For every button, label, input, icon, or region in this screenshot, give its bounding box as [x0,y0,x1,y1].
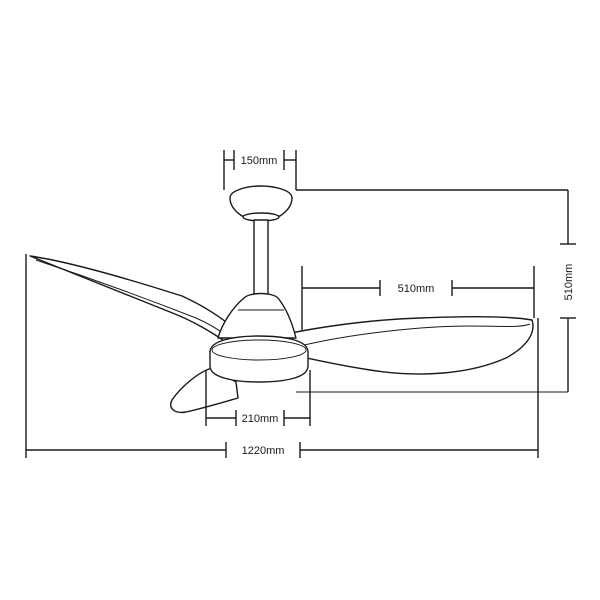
dimension-light-diameter: 210mm [205,370,311,426]
blade-reach-label: 510mm [398,283,435,295]
right-blade-edge [299,323,531,347]
motor-housing [217,292,297,339]
overall-diameter-label: 1220mm [242,445,285,457]
ceiling-canopy [229,185,293,217]
downrod [253,219,269,299]
dimension-overall-diameter: 1220mm [25,254,539,458]
mount-width-label: 150mm [241,155,278,167]
light-diameter-label: 210mm [242,413,279,425]
light-top-rim [211,339,307,361]
light-housing [209,335,309,383]
dimension-mount-width: 150mm [223,150,297,190]
dimension-drop-height: 510mm [296,189,576,393]
right-blade [269,316,534,375]
ceiling-fan-drawing [29,185,534,414]
drop-height-label: 510mm [563,264,575,301]
left-blade-edge [35,259,231,339]
rear-blade [170,367,239,414]
dimension-blade-reach: 510mm [301,266,535,330]
